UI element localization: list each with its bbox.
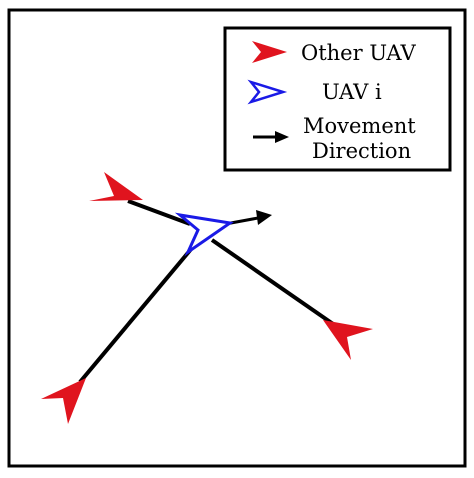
uav-i-icon xyxy=(174,212,234,257)
other-uav-right-icon xyxy=(323,320,373,360)
legend-uav-i-label: UAV i xyxy=(322,80,382,104)
legend-other-uav-label: Other UAV xyxy=(301,41,416,65)
other-uav-top-left-icon xyxy=(89,172,143,201)
link-line-top-left xyxy=(127,199,191,226)
legend-movement-arrow-icon xyxy=(275,131,289,143)
link-line-bottom-left xyxy=(78,246,194,384)
uav-i-movement-head-icon xyxy=(256,210,272,225)
legend-movement-label-line2: Direction xyxy=(312,139,411,163)
outer-frame xyxy=(7,8,467,468)
legend: Other UAV UAV i Movement Direction xyxy=(223,26,452,172)
legend-uav-i-icon xyxy=(247,79,288,105)
other-uav-bottom-left-icon xyxy=(41,378,86,424)
legend-movement-label-line1: Movement xyxy=(303,114,416,138)
link-line-right xyxy=(210,238,338,328)
legend-other-uav-icon xyxy=(252,41,287,63)
